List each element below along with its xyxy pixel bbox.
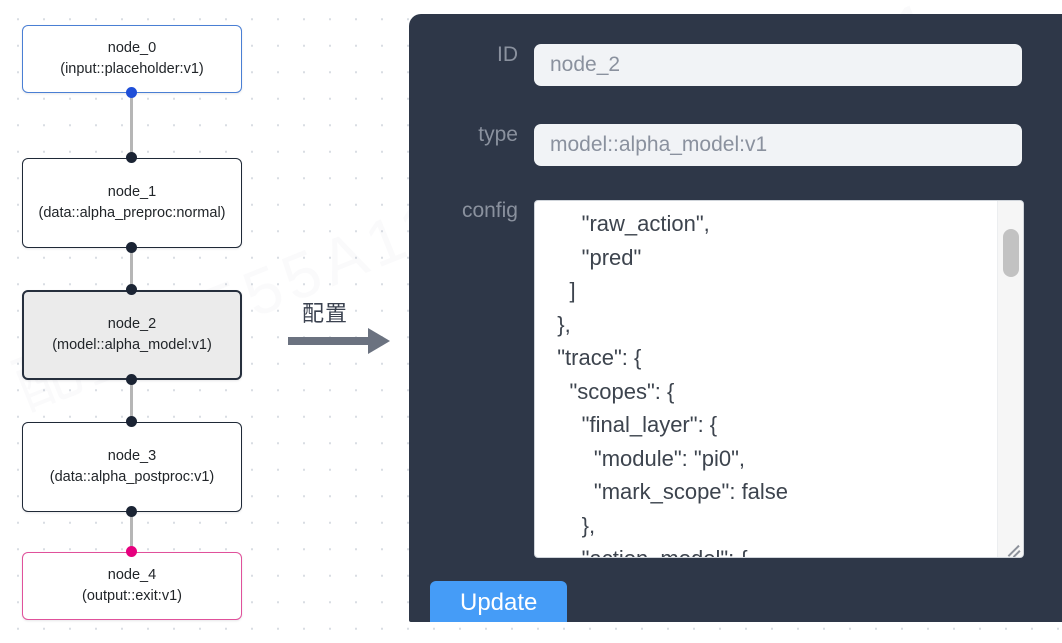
type-input[interactable] [534, 124, 1022, 166]
flow-node-node_1[interactable]: node_1 (data::alpha_preproc:normal) [22, 158, 242, 248]
flow-node-title: node_1 [107, 183, 157, 200]
node3-output-handle[interactable] [126, 506, 137, 517]
node2-input-handle[interactable] [126, 284, 137, 295]
id-field-label: ID [497, 43, 518, 66]
node3-input-handle[interactable] [126, 416, 137, 427]
config-scrollbar-track[interactable] [997, 201, 1023, 557]
node0-output-handle[interactable] [126, 87, 137, 98]
type-field-row: type [409, 124, 1062, 166]
flow-node-subtitle: (data::alpha_preproc:normal) [38, 205, 226, 221]
flow-node-node_4[interactable]: node_4 (output::exit:v1) [22, 552, 242, 620]
flow-node-title: node_4 [107, 566, 157, 583]
arrow-label: 配置 [302, 302, 349, 327]
edge-node0-node1 [130, 88, 133, 163]
flow-node-node_0[interactable]: node_0 (input::placeholder:v1) [22, 25, 242, 93]
config-field-row: config "raw_action", "pred" ] }, "trace"… [409, 200, 1062, 558]
config-textarea[interactable]: "raw_action", "pred" ] }, "trace": { "sc… [557, 211, 789, 557]
config-scrollbar-thumb[interactable] [1003, 229, 1019, 277]
edge-node2-node3 [130, 375, 133, 427]
node2-output-handle[interactable] [126, 374, 137, 385]
flow-node-subtitle: (model::alpha_model:v1) [52, 337, 212, 353]
config-editor-box[interactable]: "raw_action", "pred" ] }, "trace": { "sc… [534, 200, 1024, 558]
id-input[interactable] [534, 44, 1022, 86]
node1-output-handle[interactable] [126, 242, 137, 253]
flow-node-subtitle: (data::alpha_postproc:v1) [49, 469, 215, 485]
node1-input-handle[interactable] [126, 152, 137, 163]
edge-node1-node2 [130, 243, 133, 295]
flow-node-title: node_3 [107, 447, 157, 464]
type-field-label: type [478, 123, 518, 146]
edge-node3-node4 [130, 507, 133, 557]
id-field-row: ID [409, 44, 1062, 86]
flow-node-subtitle: (input::placeholder:v1) [60, 61, 204, 77]
arrow-head-icon [368, 328, 390, 354]
flow-node-title: node_2 [107, 315, 157, 332]
node4-input-handle[interactable] [126, 546, 137, 557]
flow-node-node_3[interactable]: node_3 (data::alpha_postproc:v1) [22, 422, 242, 512]
config-field-label: config [461, 199, 518, 222]
flow-node-subtitle: (output::exit:v1) [82, 588, 182, 604]
config-arrow-group: 配置 [288, 296, 398, 366]
node-config-panel: ID type config "raw_action", "pred" ] },… [409, 14, 1062, 622]
arrow-shaft-icon [288, 337, 370, 345]
resize-handle-icon[interactable] [1005, 539, 1021, 557]
flow-node-node_2[interactable]: node_2 (model::alpha_model:v1) [22, 290, 242, 380]
flow-node-title: node_0 [107, 39, 157, 56]
update-button[interactable]: Update [430, 581, 568, 622]
